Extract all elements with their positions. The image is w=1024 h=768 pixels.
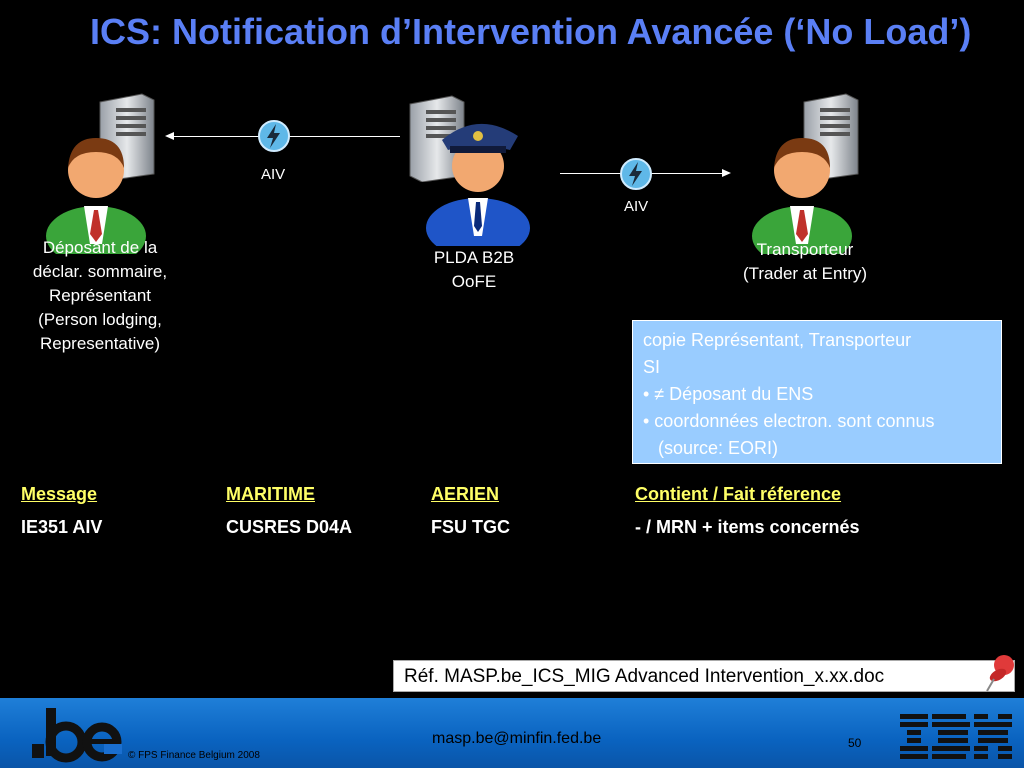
arrow-head-right bbox=[722, 169, 731, 177]
column-header-message: Message bbox=[21, 484, 97, 505]
table-cell-contient: - / MRN + items concernés bbox=[635, 517, 860, 538]
column-header-maritime: MARITIME bbox=[226, 484, 315, 505]
contact-email[interactable]: masp.be@minfin.fed.be bbox=[432, 730, 601, 748]
page-number: 50 bbox=[848, 736, 861, 750]
reference-text: Réf. MASP.be_ICS_MIG Advanced Interventi… bbox=[404, 666, 884, 688]
actor-label-declarant: Déposant de la déclar. sommaire, Représe… bbox=[8, 236, 192, 356]
label-line: déclar. sommaire, bbox=[8, 260, 192, 284]
copyright-text: © FPS Finance Belgium 2008 bbox=[128, 750, 260, 761]
reference-box: Réf. MASP.be_ICS_MIG Advanced Interventi… bbox=[393, 660, 1015, 692]
actor-label-transporteur: Transporteur (Trader at Entry) bbox=[716, 238, 894, 286]
label-line: Transporteur bbox=[716, 238, 894, 262]
footer-bar: © FPS Finance Belgium 2008 masp.be@minfi… bbox=[0, 698, 1024, 768]
lightning-icon bbox=[257, 119, 291, 153]
be-logo bbox=[32, 704, 124, 766]
label-line: Représentant bbox=[8, 284, 192, 308]
column-header-contient: Contient / Fait réference bbox=[635, 484, 841, 505]
label-line: Déposant de la bbox=[8, 236, 192, 260]
lightning-icon bbox=[619, 157, 653, 191]
note-line: SI bbox=[643, 354, 1001, 381]
message-label: AIV bbox=[624, 198, 648, 215]
column-header-aerien: AERIEN bbox=[431, 484, 499, 505]
slide-title: ICS: Notification d’Intervention Avancée… bbox=[90, 12, 990, 52]
note-line: • coordonnées electron. sont connus bbox=[643, 408, 1001, 435]
ibm-logo bbox=[898, 712, 1018, 764]
person-icon bbox=[44, 124, 148, 254]
note-box: copie Représentant, Transporteur SI • ≠ … bbox=[632, 320, 1002, 464]
actor-label-plda: PLDA B2B OoFE bbox=[414, 246, 534, 294]
message-label: AIV bbox=[261, 166, 285, 183]
customs-officer-icon bbox=[420, 106, 536, 246]
table-cell-maritime: CUSRES D04A bbox=[226, 517, 352, 538]
note-line: copie Représentant, Transporteur bbox=[643, 327, 1001, 354]
table-cell-message: IE351 AIV bbox=[21, 517, 102, 538]
pushpin-icon bbox=[984, 653, 1016, 693]
label-line: (Trader at Entry) bbox=[716, 262, 894, 286]
label-line: OoFE bbox=[414, 270, 534, 294]
label-line: Representative) bbox=[8, 332, 192, 356]
label-line: (Person lodging, bbox=[8, 308, 192, 332]
label-line: PLDA B2B bbox=[414, 246, 534, 270]
note-line: • ≠ Déposant du ENS bbox=[643, 381, 1001, 408]
person-icon bbox=[750, 124, 854, 254]
table-cell-aerien: FSU TGC bbox=[431, 517, 510, 538]
note-line: (source: EORI) bbox=[643, 435, 1001, 462]
